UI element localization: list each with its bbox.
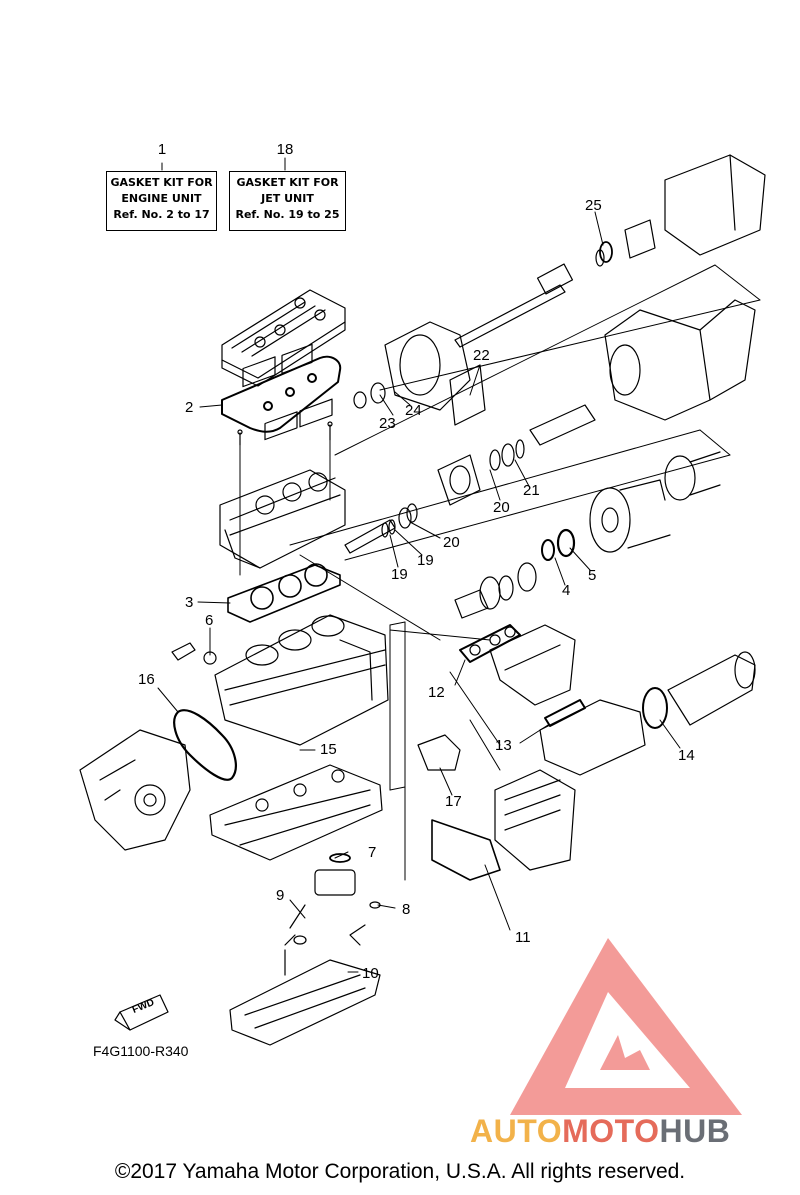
callout-14: 14 bbox=[678, 747, 695, 764]
jet-kit-line-3: Ref. No. 19 to 25 bbox=[235, 208, 340, 221]
engine-kit-line-1: GASKET KIT FOR bbox=[110, 176, 213, 189]
magneto-cover bbox=[79, 729, 191, 851]
callout-19b: 19 bbox=[417, 552, 434, 569]
callout-20b: 20 bbox=[493, 499, 510, 516]
shaft-seals bbox=[344, 503, 418, 554]
jet-shaft bbox=[454, 241, 613, 348]
intermediate-housing bbox=[589, 451, 721, 553]
callout-4: 4 bbox=[562, 582, 571, 599]
cylinder-block bbox=[214, 614, 389, 746]
callout-15: 15 bbox=[320, 741, 337, 758]
engine-kit-line-2: ENGINE UNIT bbox=[121, 192, 202, 205]
callout-21: 21 bbox=[523, 482, 540, 499]
watermark-moto: MOTO bbox=[562, 1113, 660, 1149]
crankcase-gasket bbox=[173, 709, 237, 781]
engine-gasket-kit-box: GASKET KIT FOR ENGINE UNIT Ref. No. 2 to… bbox=[106, 171, 217, 231]
copyright-notice: ©2017 Yamaha Motor Corporation, U.S.A. A… bbox=[114, 1160, 686, 1183]
jet-housing bbox=[353, 321, 486, 426]
bearings bbox=[454, 528, 576, 619]
callout-7: 7 bbox=[368, 844, 377, 861]
oil-pan bbox=[229, 949, 381, 1046]
callout-13: 13 bbox=[495, 737, 512, 754]
sensor-part bbox=[171, 642, 217, 665]
impeller-housing bbox=[604, 299, 756, 421]
alignment-lines bbox=[239, 264, 761, 881]
head-gasket bbox=[227, 563, 341, 623]
kit-18-number: 18 bbox=[276, 141, 294, 158]
jet-gasket-kit-box: GASKET KIT FOR JET UNIT Ref. No. 19 to 2… bbox=[229, 171, 346, 231]
callout-2: 2 bbox=[185, 399, 194, 416]
callout-10: 10 bbox=[362, 965, 379, 982]
watermark-hub: HUB bbox=[659, 1113, 731, 1149]
exhaust-pipe bbox=[539, 651, 756, 776]
cylinder-head bbox=[219, 469, 346, 569]
callout-25: 25 bbox=[585, 197, 602, 214]
callout-23: 23 bbox=[379, 415, 396, 432]
watermark-auto: AUTO bbox=[470, 1113, 563, 1149]
callout-12: 12 bbox=[428, 684, 445, 701]
camshaft-caps bbox=[237, 343, 333, 446]
drive-shaft bbox=[437, 404, 596, 506]
callout-6: 6 bbox=[205, 612, 214, 629]
nozzle bbox=[624, 154, 766, 259]
oil-pump bbox=[284, 853, 381, 946]
callout-9: 9 bbox=[276, 887, 285, 904]
callout-16: 16 bbox=[138, 671, 155, 688]
jet-kit-line-2: JET UNIT bbox=[261, 192, 314, 205]
kit-1-number: 1 bbox=[157, 141, 167, 158]
callout-24: 24 bbox=[405, 402, 422, 419]
engine-kit-line-3: Ref. No. 2 to 17 bbox=[113, 208, 210, 221]
valve-cover-gasket bbox=[221, 355, 342, 433]
watermark-text: AUTOMOTOHUB bbox=[470, 1113, 730, 1150]
callout-5: 5 bbox=[588, 567, 597, 584]
watermark-logo bbox=[510, 938, 742, 1115]
callout-11: 11 bbox=[515, 929, 531, 946]
callout-8: 8 bbox=[402, 901, 411, 918]
valve-cover bbox=[221, 289, 346, 387]
fwd-arrow bbox=[114, 994, 169, 1031]
figure-code: F4G1100-R340 bbox=[93, 1043, 189, 1059]
small-gasket bbox=[417, 734, 461, 771]
lower-crankcase bbox=[209, 764, 383, 861]
callout-22: 22 bbox=[473, 347, 490, 364]
callout-17: 17 bbox=[445, 793, 462, 810]
box-gasket bbox=[431, 769, 576, 881]
leader-lines bbox=[157, 157, 681, 973]
callout-3: 3 bbox=[185, 594, 194, 611]
exhaust-manifold bbox=[459, 624, 576, 706]
callout-20a: 20 bbox=[443, 534, 460, 551]
callout-19a: 19 bbox=[391, 566, 408, 583]
jet-kit-line-1: GASKET KIT FOR bbox=[236, 176, 339, 189]
